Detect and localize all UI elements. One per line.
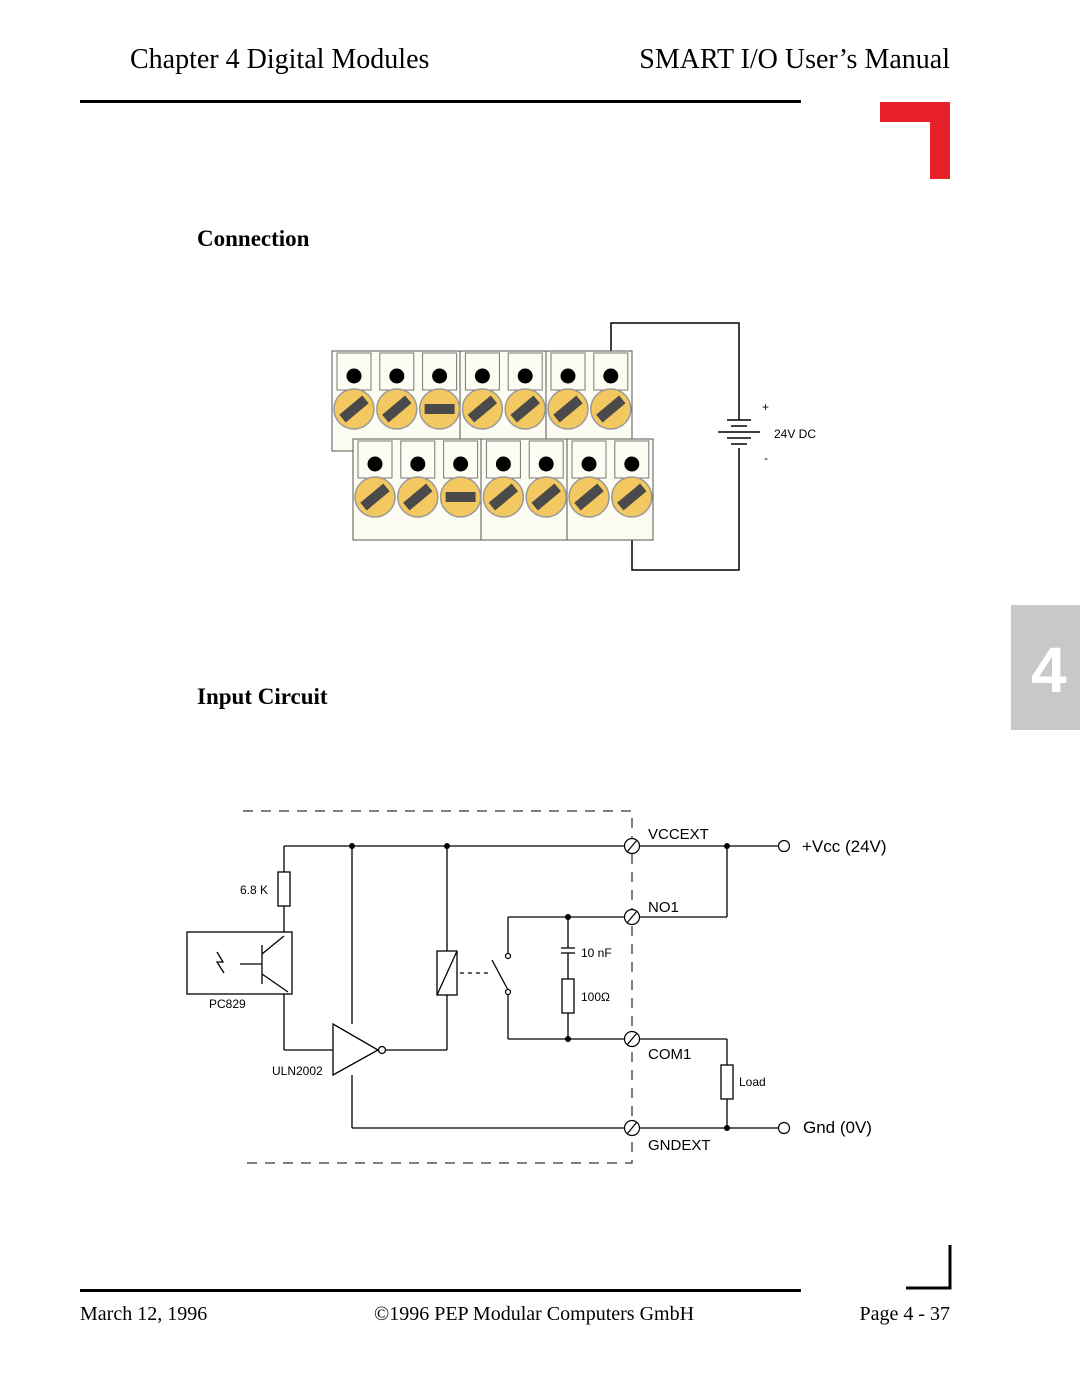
supply-minus-wire [631,448,740,571]
screw-terminal [354,440,396,518]
terminal-block-bottom [352,438,654,541]
vccext-screw-icon [623,837,641,855]
battery-icon [718,419,760,445]
screw-terminal [418,352,461,430]
input-circuit-diagram: VCCEXT +Vcc (24V) NO1 COM1 GNDEXT Gnd (0… [186,810,887,1164]
supply-minus-label: - [764,451,768,465]
load-label: Load [739,1075,766,1089]
vccext-label: VCCEXT [648,826,709,843]
no1-screw-icon [623,908,641,926]
com1-label: COM1 [648,1046,691,1063]
load-resistor [720,1064,734,1100]
footer-rule [80,1289,801,1292]
chapter-title: Chapter 4 Digital Modules [130,44,430,75]
gnd-label: Gnd (0V) [803,1118,872,1137]
screw-terminal [376,352,418,430]
terminal-block-top [331,350,633,452]
resistor-100-label: 100Ω [581,990,610,1004]
resistor-6k8-label: 6.8 K [240,883,268,897]
input-circuit-heading: Input Circuit [197,684,328,709]
board-boundary [243,810,633,1164]
com1-screw-icon [623,1030,641,1048]
chapter-tab: 4 [1011,605,1080,730]
footer-corner-mark-icon [906,1245,952,1290]
screw-terminal [333,352,375,430]
manual-title: SMART I/O User’s Manual [639,44,950,75]
optocoupler-label: PC829 [209,997,246,1011]
no1-label: NO1 [648,899,679,916]
gndext-label: GNDEXT [648,1137,711,1154]
screw-terminal [397,440,439,518]
screw-terminal [482,440,525,518]
chapter-tab-number: 4 [1031,634,1067,706]
supply-plus-label: + [762,400,769,414]
corner-mark-icon [880,102,950,179]
vcc-label: +Vcc (24V) [802,837,887,856]
screw-terminal [525,440,567,518]
screw-terminal [568,440,610,518]
screw-terminal [547,352,589,430]
supply-plus-wire [610,322,740,420]
footer-date: March 12, 1996 [80,1303,208,1325]
gndext-screw-icon [623,1119,641,1137]
capacitor-label: 10 nF [581,946,612,960]
header-rule [80,100,801,103]
resistor-6k8 [277,871,291,907]
screw-terminal [611,440,653,518]
uln2002-driver [332,1022,380,1077]
footer-copyright: ©1996 PEP Modular Computers GmbH [374,1303,695,1325]
connection-diagram: + 24V DC - [331,322,816,571]
optocoupler [186,931,293,995]
supply-voltage-label: 24V DC [774,427,816,441]
screw-terminal [504,352,546,430]
resistor-100 [561,978,575,1014]
footer-page: Page 4 - 37 [859,1303,950,1325]
screw-terminal [439,440,482,518]
screw-terminal [461,352,504,430]
driver-label: ULN2002 [272,1064,323,1078]
gnd-terminal-icon [777,1121,791,1135]
connection-heading: Connection [197,226,310,251]
screw-terminal [590,352,632,430]
vcc-terminal-icon [777,839,791,853]
